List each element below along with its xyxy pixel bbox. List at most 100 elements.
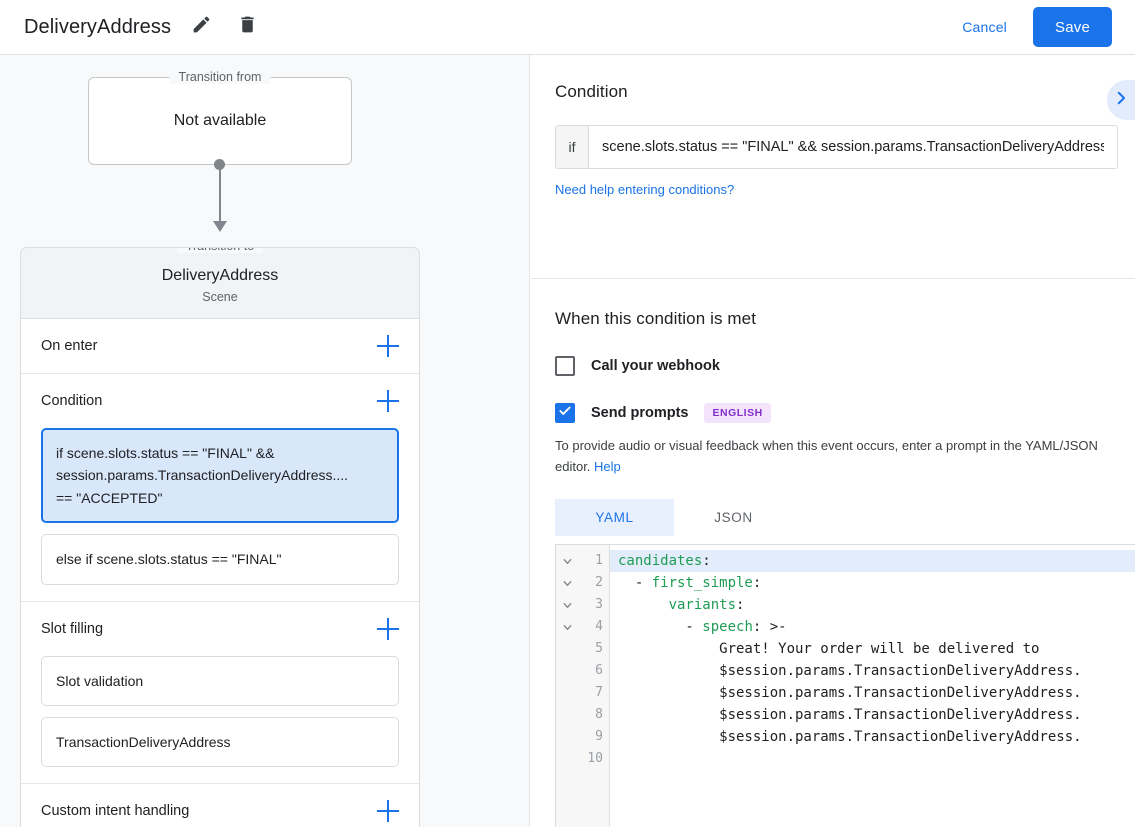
scene-section-header: Condition: [21, 374, 419, 428]
prompts-row[interactable]: Send prompts ENGLISH: [555, 403, 1135, 423]
transition-from-box: Transition from Not available: [88, 70, 352, 165]
chevron-right-icon: [1112, 89, 1130, 112]
editor-code-area[interactable]: candidates: - first_simple: variants: - …: [610, 545, 1135, 827]
checkmark-icon: [558, 404, 572, 423]
delete-button[interactable]: [231, 11, 263, 43]
when-met-block: When this condition is met Call your web…: [531, 279, 1135, 827]
code-line[interactable]: - first_simple:: [618, 575, 762, 592]
editor-format-tabs: YAML JSON: [555, 499, 1135, 537]
connector-line: [219, 165, 221, 225]
trash-icon: [237, 14, 258, 40]
scene-section-title: Slot filling: [41, 620, 104, 637]
scene-section-header: Custom intent handling: [21, 784, 419, 827]
add-icon[interactable]: [377, 335, 399, 357]
list-item-line: else if scene.slots.status == "FINAL": [56, 551, 282, 568]
fold-spacer: [556, 704, 578, 726]
line-number: 10: [587, 751, 603, 767]
fold-toggle-icon[interactable]: [556, 616, 578, 638]
condition-heading: Condition: [555, 82, 628, 101]
transition-to-legend: Transition to: [176, 248, 264, 253]
condition-input[interactable]: [589, 126, 1117, 168]
cancel-button[interactable]: Cancel: [948, 11, 1021, 43]
line-number: 1: [595, 553, 603, 569]
prompts-help-link[interactable]: Help: [594, 459, 621, 475]
fold-toggle-icon[interactable]: [556, 594, 578, 616]
scene-section-header: On enter: [21, 319, 419, 373]
code-line[interactable]: - speech: >-: [618, 619, 787, 636]
line-number: 5: [595, 641, 603, 657]
when-met-heading: When this condition is met: [555, 309, 757, 328]
fold-toggle-icon[interactable]: [556, 572, 578, 594]
line-number: 8: [595, 707, 603, 723]
transition-graph-panel: Transition from Not available Transition…: [0, 55, 530, 827]
save-button[interactable]: Save: [1033, 7, 1112, 47]
transition-to-subtitle: Scene: [202, 290, 238, 304]
scene-section-title: On enter: [41, 338, 98, 354]
transition-to-card: Transition to DeliveryAddress Scene On e…: [20, 247, 420, 827]
fold-toggle-icon[interactable]: [556, 550, 578, 572]
scene-section: Condition if scene.slots.status == "FINAL…: [21, 374, 419, 602]
list-item-line: Slot validation: [56, 672, 144, 689]
page-title: DeliveryAddress: [24, 15, 172, 38]
expand-panel-button[interactable]: [1107, 80, 1135, 120]
scene-section-title: Custom intent handling: [41, 803, 190, 820]
fold-spacer: [556, 748, 578, 770]
code-line[interactable]: variants:: [668, 597, 745, 614]
send-prompts-checkbox[interactable]: [555, 403, 575, 423]
code-line[interactable]: [610, 748, 1135, 770]
tab-json[interactable]: JSON: [714, 510, 753, 526]
connector-dot-icon: [214, 159, 225, 170]
editor-fold-gutter[interactable]: [556, 545, 578, 827]
code-line[interactable]: $session.params.TransactionDeliveryAddre…: [618, 685, 1082, 702]
line-number: 2: [595, 575, 603, 591]
list-item[interactable]: else if scene.slots.status == "FINAL": [41, 534, 399, 585]
add-icon[interactable]: [377, 617, 399, 640]
code-line[interactable]: candidates:: [610, 550, 1135, 573]
add-icon[interactable]: [377, 800, 399, 823]
scene-section-title: Condition: [41, 393, 103, 409]
yaml-key: speech: [702, 619, 753, 636]
fold-spacer: [556, 682, 578, 704]
pencil-icon: [191, 14, 212, 40]
code-line[interactable]: Great! Your order will be delivered to: [618, 641, 1040, 658]
top-app-bar: DeliveryAddress Cancel Save: [0, 0, 1135, 55]
webhook-row[interactable]: Call your webhook: [555, 356, 1135, 376]
scene-section-header: Slot filling: [21, 602, 419, 656]
code-line[interactable]: $session.params.TransactionDeliveryAddre…: [618, 729, 1082, 746]
list-item-line: session.params.TransactionDeliveryAddres…: [56, 467, 349, 484]
tab-yaml[interactable]: YAML: [555, 499, 674, 537]
edit-name-button[interactable]: [185, 11, 217, 43]
condition-help-link[interactable]: Need help entering conditions?: [555, 182, 735, 197]
call-webhook-checkbox[interactable]: [555, 356, 575, 376]
yaml-key: candidates: [618, 553, 703, 570]
when-met-panel: When this condition is met Call your web…: [531, 279, 1135, 827]
panel-divider: [531, 278, 1135, 279]
scene-section-body: if scene.slots.status == "FINAL" && sessi…: [21, 428, 419, 601]
yaml-key: first_simple: [651, 575, 753, 592]
yaml-key: variants: [668, 597, 737, 614]
list-item-line: if scene.slots.status == "FINAL" &&: [56, 445, 275, 461]
fold-spacer: [556, 726, 578, 748]
code-line[interactable]: $session.params.TransactionDeliveryAddre…: [618, 663, 1082, 680]
prompts-description: To provide audio or visual feedback when…: [555, 435, 1121, 477]
scene-section: On enter: [21, 319, 419, 374]
prompts-description-text: To provide audio or visual feedback when…: [555, 438, 1098, 475]
add-icon[interactable]: [377, 390, 399, 412]
condition-input-row[interactable]: if: [555, 125, 1118, 169]
call-webhook-label: Call your webhook: [591, 358, 720, 374]
list-item-selected[interactable]: if scene.slots.status == "FINAL" && sessi…: [41, 428, 399, 524]
code-line[interactable]: $session.params.TransactionDeliveryAddre…: [618, 707, 1082, 724]
transition-to-name: DeliveryAddress: [161, 267, 279, 284]
send-prompts-label: Send prompts: [591, 405, 689, 421]
list-item[interactable]: Slot validation: [41, 655, 399, 706]
language-badge: ENGLISH: [704, 403, 771, 423]
connector-arrow-icon: [213, 221, 227, 232]
list-item-line: == "ACCEPTED": [56, 489, 163, 506]
transition-to-header: Transition to DeliveryAddress Scene: [21, 248, 419, 319]
list-item[interactable]: TransactionDeliveryAddress: [41, 716, 399, 768]
